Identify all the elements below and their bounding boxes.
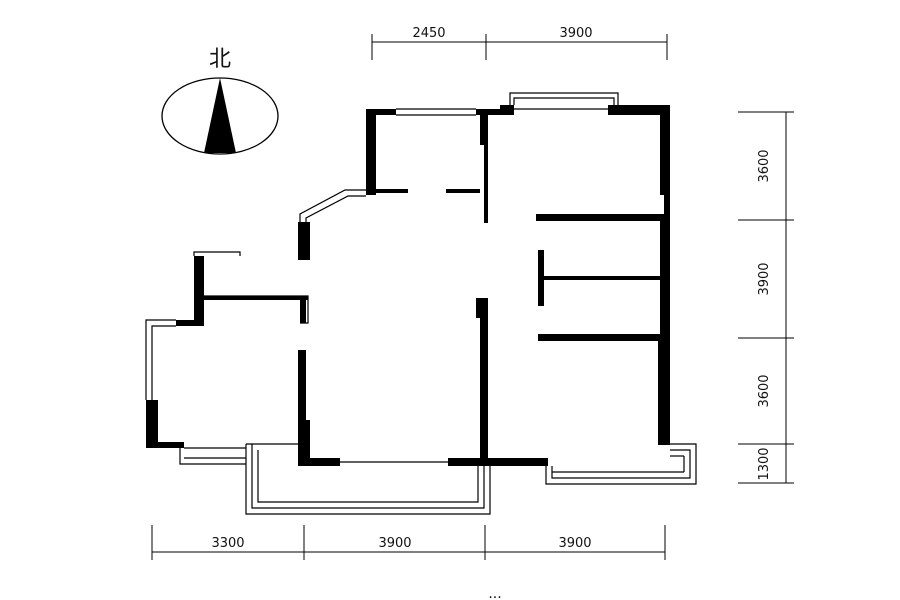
right-dimension-line: 3600 3900 3600 1300	[738, 111, 794, 484]
right-dim-3: 3600	[757, 374, 772, 407]
bottom-dimension-line: 3300 3900 3900	[151, 525, 666, 560]
top-dim-2: 3900	[559, 26, 592, 41]
thin-lines	[145, 92, 697, 515]
top-dimension-line: 2450 3900	[371, 26, 668, 60]
north-arrow-icon	[204, 78, 236, 153]
north-compass: 北	[161, 47, 279, 155]
right-dim-2: 3900	[757, 262, 772, 295]
right-dim-4: 1300	[757, 447, 772, 480]
bottom-dim-3: 3900	[558, 536, 591, 551]
bottom-dim-2: 3900	[378, 536, 411, 551]
top-dim-1: 2450	[412, 26, 445, 41]
north-label: 北	[209, 47, 231, 72]
walls	[146, 105, 670, 466]
right-dim-1: 3600	[757, 149, 772, 182]
plan-caption: ...	[488, 586, 501, 600]
bottom-dim-1: 3300	[211, 536, 244, 551]
